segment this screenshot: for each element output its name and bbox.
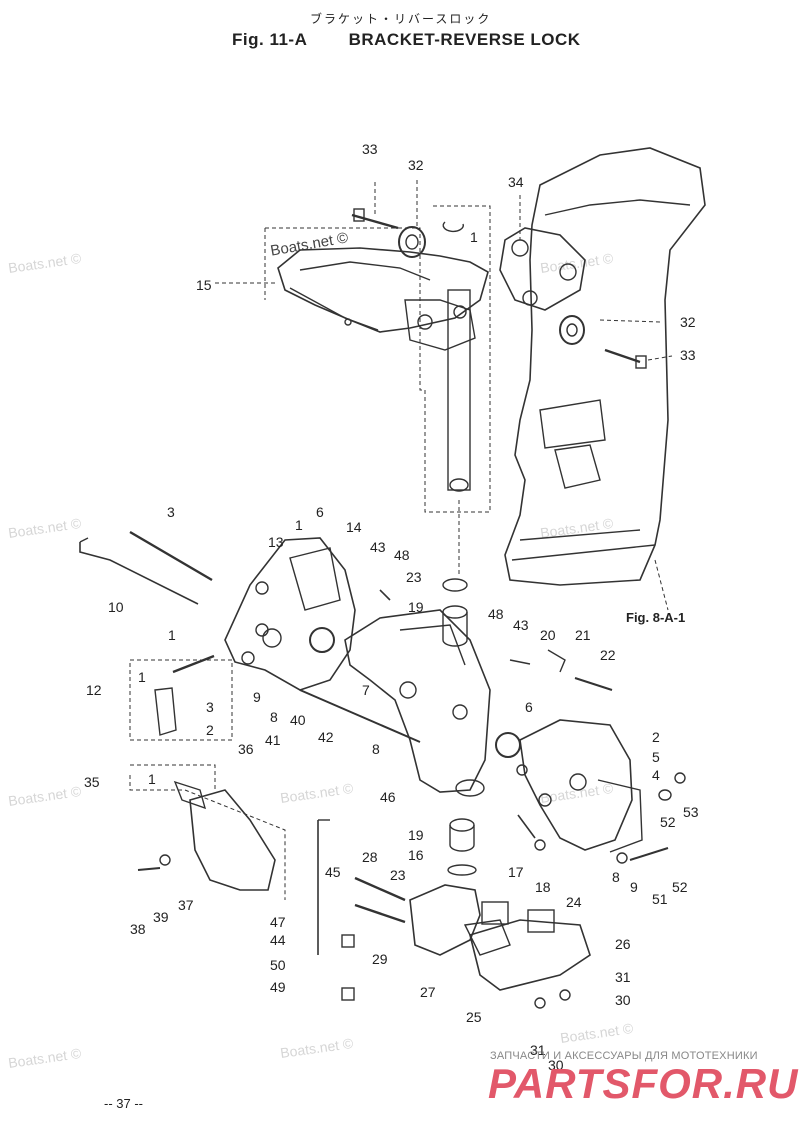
callout-48: 48 (488, 606, 504, 622)
callout-52: 52 (672, 879, 688, 895)
callout-44: 44 (270, 932, 286, 948)
callout-16: 16 (408, 847, 424, 863)
title-japanese: ブラケット・リバースロック (310, 12, 492, 26)
callout-9: 9 (630, 879, 638, 895)
callout-46: 46 (380, 789, 396, 805)
callout-52: 52 (660, 814, 676, 830)
callout-2: 2 (652, 729, 660, 745)
callout-32: 32 (680, 314, 696, 330)
callout-14: 14 (346, 519, 362, 535)
callout-10: 10 (108, 599, 124, 615)
callout-17: 17 (508, 864, 524, 880)
callout-2: 2 (206, 722, 214, 738)
callout-1: 1 (148, 771, 156, 787)
callout-43: 43 (370, 539, 386, 555)
callout-6: 6 (525, 699, 533, 715)
callout-19: 19 (408, 599, 424, 615)
figure-code: Fig. 11-A (232, 30, 308, 49)
callout-50: 50 (270, 957, 286, 973)
callout-48: 48 (394, 547, 410, 563)
callout-34: 34 (508, 174, 524, 190)
callout-3: 3 (167, 504, 175, 520)
callout-33: 33 (362, 141, 378, 157)
figure-name: BRACKET-REVERSE LOCK (348, 30, 581, 49)
callout-31: 31 (615, 969, 631, 985)
callout-39: 39 (153, 909, 169, 925)
callout-30: 30 (615, 992, 631, 1008)
callout-13: 13 (268, 534, 284, 550)
callout-20: 20 (540, 627, 556, 643)
callout-32: 32 (408, 157, 424, 173)
callout-53: 53 (683, 804, 699, 820)
callout-15: 15 (196, 277, 212, 293)
callout-1: 1 (295, 517, 303, 533)
callout-8: 8 (270, 709, 278, 725)
callout-7: 7 (362, 682, 370, 698)
callout-23: 23 (406, 569, 422, 585)
callout-47: 47 (270, 914, 286, 930)
callout-45: 45 (325, 864, 341, 880)
callout-19: 19 (408, 827, 424, 843)
callout-40: 40 (290, 712, 306, 728)
callout-3: 3 (206, 699, 214, 715)
callout-35: 35 (84, 774, 100, 790)
figure-title: Fig. 11-A BRACKET-REVERSE LOCK (232, 30, 581, 50)
callout-8: 8 (372, 741, 380, 757)
callout-37: 37 (178, 897, 194, 913)
callout-24: 24 (566, 894, 582, 910)
callout-18: 18 (535, 879, 551, 895)
callout-1: 1 (168, 627, 176, 643)
callout-42: 42 (318, 729, 334, 745)
callout-28: 28 (362, 849, 378, 865)
callout-43: 43 (513, 617, 529, 633)
callout-22: 22 (600, 647, 616, 663)
callout-6: 6 (316, 504, 324, 520)
shop-logo: PARTSFOR.RU (488, 1060, 799, 1107)
callout-51: 51 (652, 891, 668, 907)
callout-33: 33 (680, 347, 696, 363)
callout-25: 25 (466, 1009, 482, 1025)
figure-reference: Fig. 8-A-1 (626, 610, 686, 625)
callout-38: 38 (130, 921, 146, 937)
callout-4: 4 (652, 767, 660, 783)
callout-27: 27 (420, 984, 436, 1000)
page-number: -- 37 -- (104, 1096, 143, 1111)
callout-41: 41 (265, 732, 281, 748)
callout-9: 9 (253, 689, 261, 705)
callout-12: 12 (86, 682, 102, 698)
callout-8: 8 (612, 869, 620, 885)
callout-31: 31 (530, 1042, 546, 1058)
callout-21: 21 (575, 627, 591, 643)
callout-36: 36 (238, 741, 254, 757)
callout-26: 26 (615, 936, 631, 952)
shop-subtitle: ЗАПЧАСТИ И АКСЕССУАРЫ ДЛЯ МОТОТЕХНИКИ (490, 1050, 758, 1062)
callout-5: 5 (652, 749, 660, 765)
callout-49: 49 (270, 979, 286, 995)
callout-1: 1 (138, 669, 146, 685)
callout-23: 23 (390, 867, 406, 883)
callout-30: 30 (548, 1057, 564, 1073)
callout-29: 29 (372, 951, 388, 967)
callout-1: 1 (470, 229, 478, 245)
